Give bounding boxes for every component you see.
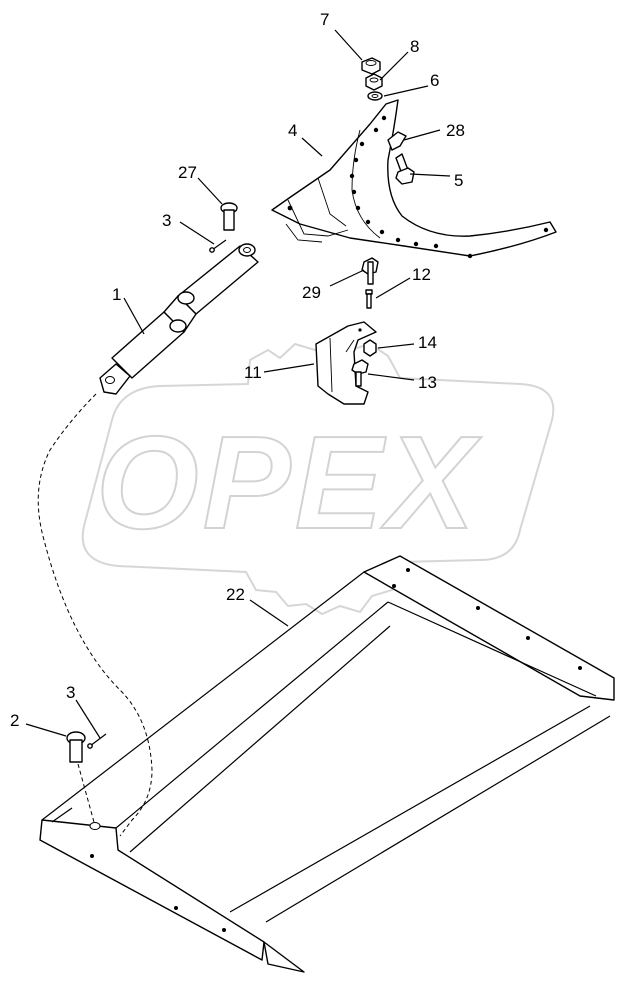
watermark-text: OPEX [96, 409, 482, 556]
pin-alignment-line [77, 763, 95, 823]
part-7-nut [361, 57, 381, 75]
part-29-bolt [361, 257, 379, 285]
part-27-pin [220, 202, 238, 231]
part-6-washer [367, 91, 383, 101]
part-5-bolt [395, 153, 415, 185]
part-3-cotter-pin-top [209, 239, 227, 253]
watermark-gear-outline [81, 338, 555, 616]
opex-watermark-logo: OPEX [81, 338, 555, 616]
callout-6: 6 [430, 71, 439, 90]
callout-13: 13 [418, 373, 437, 392]
part-22-frame [39, 555, 615, 973]
hydraulic-hose [37, 393, 153, 837]
leader-lines [25, 29, 451, 739]
callout-1: 1 [112, 285, 121, 304]
callout-11: 11 [244, 363, 262, 382]
callout-22: 22 [226, 585, 245, 604]
callout-2: 2 [10, 711, 19, 730]
part-1-hydraulic-cylinder [99, 243, 259, 395]
callout-27: 27 [178, 163, 197, 182]
part-3-cotter-pin-bottom [87, 733, 107, 749]
callout-labels: 7 8 6 4 28 5 27 3 1 29 12 14 11 13 22 3 … [10, 10, 465, 730]
bracket-holes [287, 115, 549, 259]
callout-28: 28 [446, 121, 465, 140]
callout-5: 5 [454, 171, 463, 190]
callout-8: 8 [410, 37, 419, 56]
part-8-lock-nut [365, 73, 383, 91]
callout-7: 7 [320, 10, 329, 29]
part-4-arc-bracket [271, 99, 557, 259]
part-12-bolt [365, 289, 373, 309]
callout-14: 14 [418, 333, 437, 352]
part-13-bolt [351, 359, 369, 387]
part-28-clip [387, 131, 407, 151]
callout-29: 29 [302, 283, 321, 302]
part-2-pin [66, 731, 86, 763]
part-14-nut [363, 339, 377, 357]
callout-4: 4 [288, 121, 297, 140]
callout-3-bottom: 3 [66, 683, 75, 702]
callout-3-top: 3 [162, 211, 171, 230]
callout-12: 12 [412, 265, 431, 284]
